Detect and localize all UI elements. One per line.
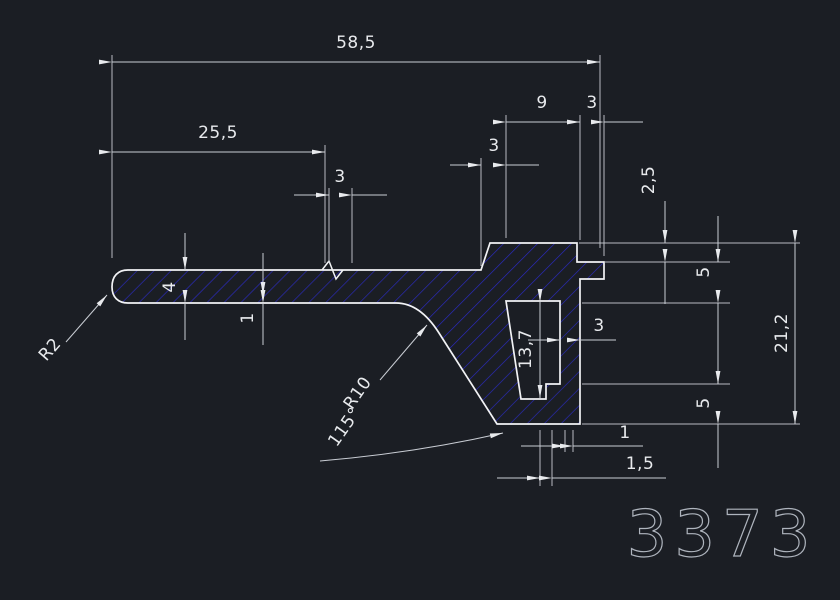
dim-rib-height-label: 1: [238, 312, 258, 323]
dim-break-width: 3: [294, 167, 387, 198]
dim-wall-thickness: 3: [528, 316, 616, 343]
leader-line: [379, 324, 428, 381]
dim-step-height: 2,5: [639, 166, 668, 304]
dim-total-width-label: 58,5: [336, 33, 376, 53]
dim-total-width: 58,5: [99, 33, 600, 65]
dim-total-height: 21,2: [772, 230, 798, 424]
dim-step-width: 3: [450, 136, 539, 168]
dim-wall-thickness-label: 3: [593, 316, 604, 336]
dim-lip-width: 3: [586, 93, 643, 125]
dim-hook-wall: 1: [521, 423, 643, 449]
dim-total-height-label: 21,2: [772, 313, 792, 353]
dim-hook-height-label: 5: [694, 397, 714, 408]
dim-upper-height-label: 5: [694, 266, 714, 277]
dim-rib-height: 1: [238, 253, 266, 345]
angle-arc: [319, 432, 504, 462]
dim-hook-lip: 1,5: [497, 454, 666, 481]
dim-step-height-label: 2,5: [639, 166, 659, 195]
dim-hook-lip-label: 1,5: [626, 454, 655, 474]
dim-hook-height: 5: [694, 336, 721, 468]
dim-left-segment: 25,5: [99, 123, 325, 155]
dim-channel-depth: 13,7: [516, 289, 543, 398]
dim-boss-width-label: 9: [536, 93, 547, 113]
dim-break-width-label: 3: [334, 167, 345, 187]
dim-bar-thickness-label: 4: [160, 281, 180, 292]
dim-bar-thickness: 4: [160, 233, 188, 340]
break-symbol: [321, 259, 344, 281]
dim-left-segment-label: 25,5: [198, 123, 238, 143]
dim-step-width-label: 3: [488, 136, 499, 156]
extension-lines: [111, 55, 800, 486]
dim-hook-wall-label: 1: [619, 423, 630, 443]
dim-lip-width-label: 3: [586, 93, 597, 113]
part-number: 3373: [627, 498, 818, 572]
profile-outline: [111, 242, 605, 425]
dim-channel-depth-label: 13,7: [516, 329, 536, 369]
dim-boss-width: 9: [493, 93, 580, 125]
leader-line: [65, 294, 108, 343]
